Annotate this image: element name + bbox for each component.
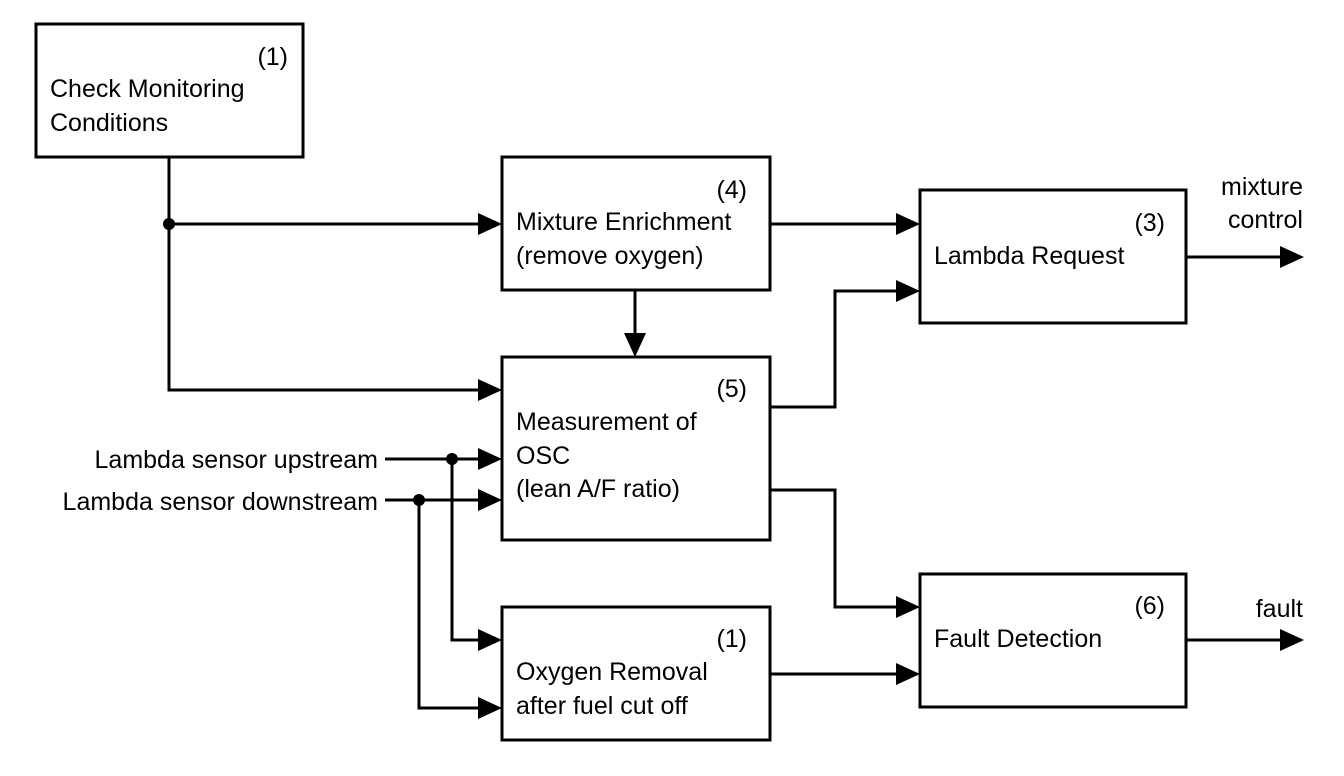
output-label-mixture: mixture: [1221, 173, 1303, 201]
arrowhead: [624, 333, 646, 357]
block-mixture-enrichment: (4) Mixture Enrichment (remove oxygen): [500, 155, 772, 292]
arrowhead: [896, 596, 920, 618]
block-lambda-request: (3) Lambda Request: [918, 188, 1188, 325]
block-number: (6): [1134, 592, 1165, 620]
wire-upstream-to-removal: [450, 459, 480, 642]
block-label: Fault Detection: [934, 625, 1102, 653]
block-label: Oxygen Removal: [516, 658, 708, 686]
arrowhead: [478, 489, 502, 511]
block-label: Lambda Request: [934, 242, 1124, 270]
block-oxygen-removal: (1) Oxygen Removal after fuel cut off: [500, 605, 772, 742]
block-label: Check Monitoring: [50, 75, 245, 103]
block-number: (4): [716, 176, 747, 204]
arrowhead: [478, 629, 502, 651]
block-label: Mixture Enrichment: [516, 208, 731, 236]
arrowheads: [478, 213, 1304, 719]
output-label-control: control: [1228, 206, 1303, 234]
block-check-monitoring: (1) Check Monitoring Conditions: [34, 22, 305, 159]
output-label-fault: fault: [1256, 595, 1303, 623]
connections: [167, 157, 1283, 710]
block-number: (3): [1134, 209, 1165, 237]
arrowhead: [896, 663, 920, 685]
wire-measurement-to-fault: [770, 488, 899, 609]
block-label: OSC: [516, 442, 570, 470]
arrowhead: [1280, 246, 1304, 268]
input-label-upstream: Lambda sensor upstream: [95, 446, 378, 474]
block-label: (lean A/F ratio): [516, 475, 680, 503]
arrowhead: [478, 697, 502, 719]
block-label: (remove oxygen): [516, 242, 704, 270]
arrowhead: [478, 213, 502, 235]
block-number: (1): [257, 43, 288, 71]
block-label: Conditions: [50, 109, 168, 137]
block-fault-detection: (6) Fault Detection: [918, 572, 1188, 709]
junction-dot: [163, 218, 175, 230]
junction-dot: [446, 453, 458, 465]
arrowhead: [1280, 629, 1304, 651]
block-number: (5): [716, 375, 747, 403]
wire-check-trunk: [167, 157, 480, 392]
block-label: Measurement of: [516, 408, 697, 436]
arrowhead: [896, 280, 920, 302]
arrowhead: [478, 379, 502, 401]
junctions: [163, 218, 458, 506]
junction-dot: [413, 494, 425, 506]
arrowhead: [896, 213, 920, 235]
wire-downstream-to-removal: [417, 500, 480, 710]
block-number: (1): [716, 625, 747, 653]
wire-measurement-to-lambda: [770, 289, 899, 409]
input-label-downstream: Lambda sensor downstream: [63, 488, 378, 516]
block-label: after fuel cut off: [516, 692, 688, 720]
arrowhead: [478, 448, 502, 470]
block-measurement-osc: (5) Measurement of OSC (lean A/F ratio): [500, 355, 772, 542]
